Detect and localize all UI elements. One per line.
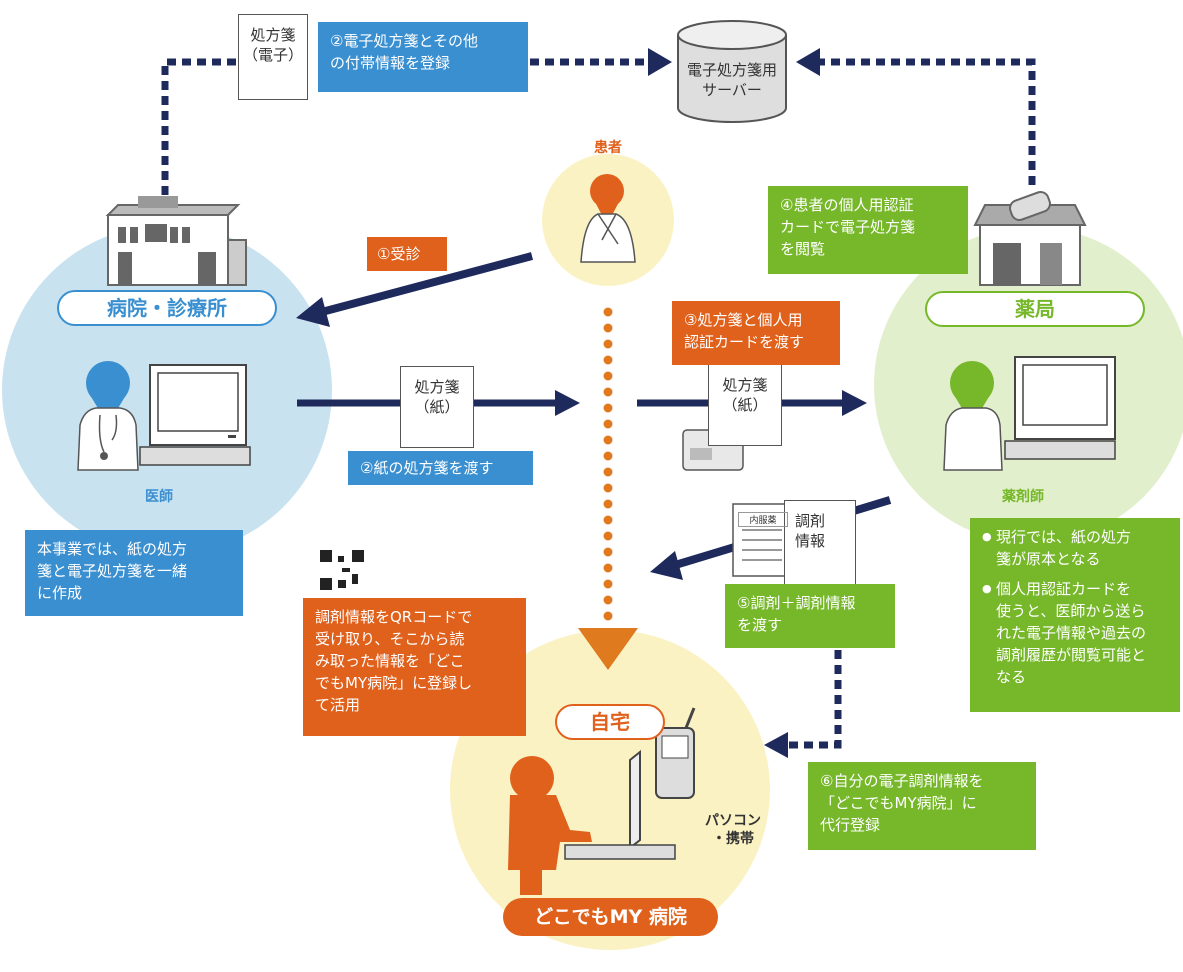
doctor-label: 医師 bbox=[145, 489, 173, 505]
step6-register-box: ⑥自分の電子調剤情報を 「どこでもMY病院」に 代行登録 bbox=[808, 762, 1036, 850]
hospital-computer-icon bbox=[139, 364, 251, 466]
dotted-arrow-hospital-up bbox=[161, 58, 238, 210]
arrowhead-visit bbox=[296, 297, 330, 327]
home-user-figure-icon bbox=[508, 756, 592, 895]
server-label: 電子処方箋用 サーバー bbox=[686, 61, 777, 99]
pharmacy-note-2: 個人用認証カードを 使うと、医師から送ら れた電子情報や過去の 調剤履歴が閲覧可… bbox=[982, 578, 1168, 688]
patient-figure-icon bbox=[580, 174, 636, 263]
hospital-note: 本事業では、紙の処方 箋と電子処方箋を一緒 に作成 bbox=[25, 530, 243, 616]
patient-label: 患者 bbox=[594, 140, 622, 156]
qr-code-icon bbox=[318, 548, 366, 592]
arrowhead-step6 bbox=[764, 732, 788, 758]
paper-prescription-doc-2: 処方箋 （紙） bbox=[708, 364, 782, 446]
arrow-visit bbox=[316, 252, 534, 317]
home-computer-icon bbox=[564, 749, 676, 860]
hospital-title: 病院・診療所 bbox=[57, 290, 277, 326]
pharmacy-notes-box: 現行では、紙の処方 箋が原本となる 個人用認証カードを 使うと、医師から送ら れ… bbox=[970, 518, 1180, 712]
step2-paper-box: ②紙の処方箋を渡す bbox=[348, 451, 533, 485]
paper-prescription-doc-1: 処方箋 （紙） bbox=[400, 366, 474, 448]
dotted-arrow-pharmacy-to-server bbox=[820, 58, 1036, 185]
hospital-building-icon bbox=[105, 196, 247, 286]
qr-note: 調剤情報をQRコードで 受け取り、そこから読 み取った情報を「どこ でもMY病院… bbox=[303, 598, 526, 736]
pharmacy-computer-icon bbox=[1004, 356, 1116, 460]
pharmacy-title: 薬局 bbox=[925, 291, 1145, 327]
arrowhead-to-server bbox=[648, 48, 672, 76]
arrowhead-hospital-out bbox=[555, 390, 580, 416]
step3-hand-box: ③処方箋と個人用 認証カードを渡す bbox=[672, 301, 840, 365]
arrowhead-to-pharmacy bbox=[842, 390, 867, 416]
step5-hand-box: ⑤調剤＋調剤情報 を渡す bbox=[725, 584, 895, 648]
pharmacy-building-icon bbox=[973, 191, 1087, 286]
step2-register-box: ②電子処方箋とその他 の付帯情報を登録 bbox=[318, 22, 528, 92]
pharmacist-label: 薬剤師 bbox=[1002, 489, 1044, 505]
arrowhead-pharmacy-home bbox=[650, 551, 683, 580]
pharmacy-note-1: 現行では、紙の処方 箋が原本となる bbox=[982, 526, 1168, 570]
service-label: どこでもMY 病院 bbox=[503, 898, 718, 936]
mobile-phone-icon bbox=[655, 707, 696, 799]
step4-view-box: ④患者の個人用認証 カードで電子処方箋 を閲覧 bbox=[768, 186, 968, 274]
e-prescription-doc: 処方箋 （電子） bbox=[238, 14, 308, 100]
pharmacist-figure-icon bbox=[943, 361, 1003, 471]
dotted-arrow-step6 bbox=[788, 650, 842, 749]
arrowhead-patient-home bbox=[578, 628, 638, 670]
home-title: 自宅 bbox=[555, 704, 665, 740]
doctor-figure-icon bbox=[77, 361, 139, 471]
server-icon bbox=[677, 20, 787, 123]
dispensing-info-doc: 調剤 情報 bbox=[784, 500, 856, 586]
arrowhead-pharmacy-server bbox=[796, 48, 820, 76]
device-label: パソコン ・携帯 bbox=[705, 813, 761, 847]
step1-visit-box: ①受診 bbox=[367, 237, 447, 271]
medicine-bag-label: 内服薬 bbox=[738, 512, 788, 527]
